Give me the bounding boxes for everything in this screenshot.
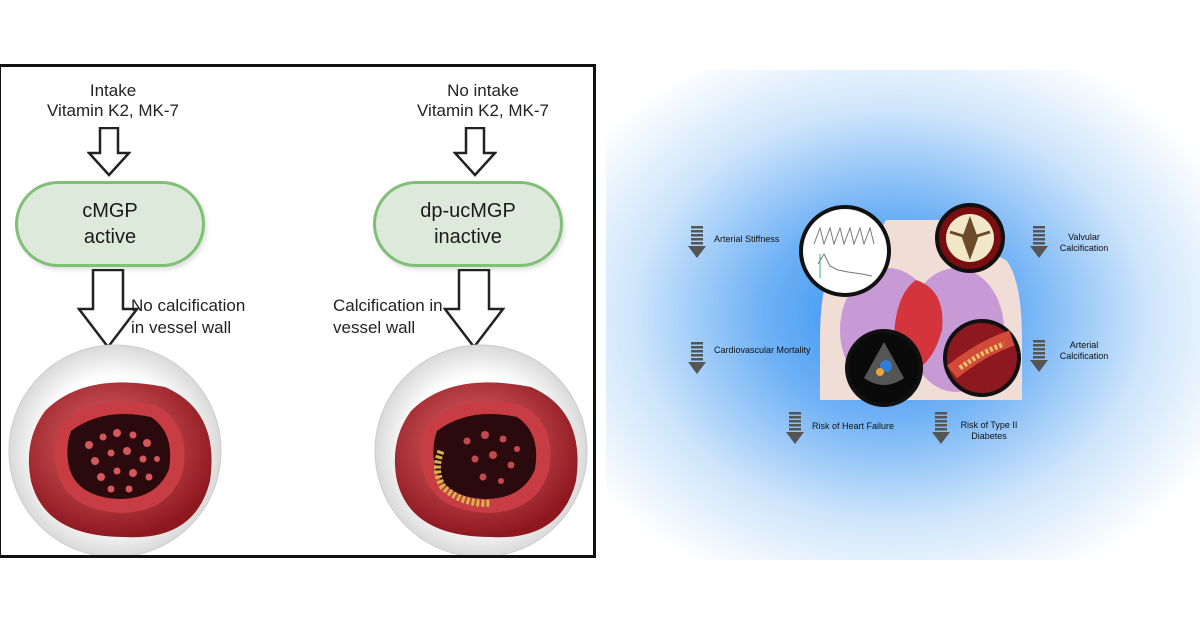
down-arrow-icon	[87, 127, 131, 177]
decrease-arrow-icon	[688, 342, 706, 374]
arterial-calcification-label: Arterial Calcification	[1059, 340, 1109, 361]
decrease-arrow-icon	[1030, 340, 1048, 372]
vitamin-k2-diagram: Intake Vitamin K2, MK-7 No intake Vitami…	[0, 64, 596, 558]
pill-subtitle: active	[83, 226, 137, 248]
down-arrow-icon	[453, 127, 497, 177]
stiffness-chart-icon	[799, 205, 891, 297]
decrease-arrow-icon	[688, 226, 706, 258]
intake-label: Intake Vitamin K2, MK-7	[47, 81, 179, 120]
down-arrow-icon	[77, 269, 139, 349]
valve-icon	[935, 203, 1005, 273]
pill-title: dp-ucMGP	[420, 200, 516, 222]
echocardiogram-icon	[845, 329, 923, 407]
cardiovascular-mortality-label: Cardiovascular Mortality	[714, 345, 811, 355]
arterial-calcification-icon	[943, 319, 1021, 397]
pill-title: cMGP	[82, 200, 138, 222]
cmgp-active-pill: cMGP active	[15, 181, 205, 267]
dp-ucmgp-inactive-pill: dp-ucMGP inactive	[373, 181, 563, 267]
heart-failure-label: Risk of Heart Failure	[812, 421, 895, 431]
type-2-diabetes-label: Risk of Type II Diabetes	[960, 420, 1018, 441]
decrease-arrow-icon	[1030, 226, 1048, 258]
decrease-arrow-icon	[932, 412, 950, 444]
valvular-calcification-label: Valvular Calcification	[1059, 232, 1109, 253]
calcification-label: Calcification in vessel wall	[333, 296, 443, 337]
calcified-vessel-illustration	[374, 344, 588, 555]
decrease-arrow-icon	[786, 412, 804, 444]
cardiovascular-outcomes-diagram: Arterial Stiffness Valvular Calcificatio…	[606, 70, 1200, 560]
down-arrow-icon	[443, 269, 505, 349]
pill-subtitle: inactive	[434, 226, 502, 248]
healthy-vessel-illustration	[8, 344, 222, 555]
arterial-stiffness-label: Arterial Stiffness	[714, 234, 780, 244]
no-calcification-label: No calcification in vessel wall	[131, 296, 246, 337]
no-intake-label: No intake Vitamin K2, MK-7	[417, 81, 549, 120]
